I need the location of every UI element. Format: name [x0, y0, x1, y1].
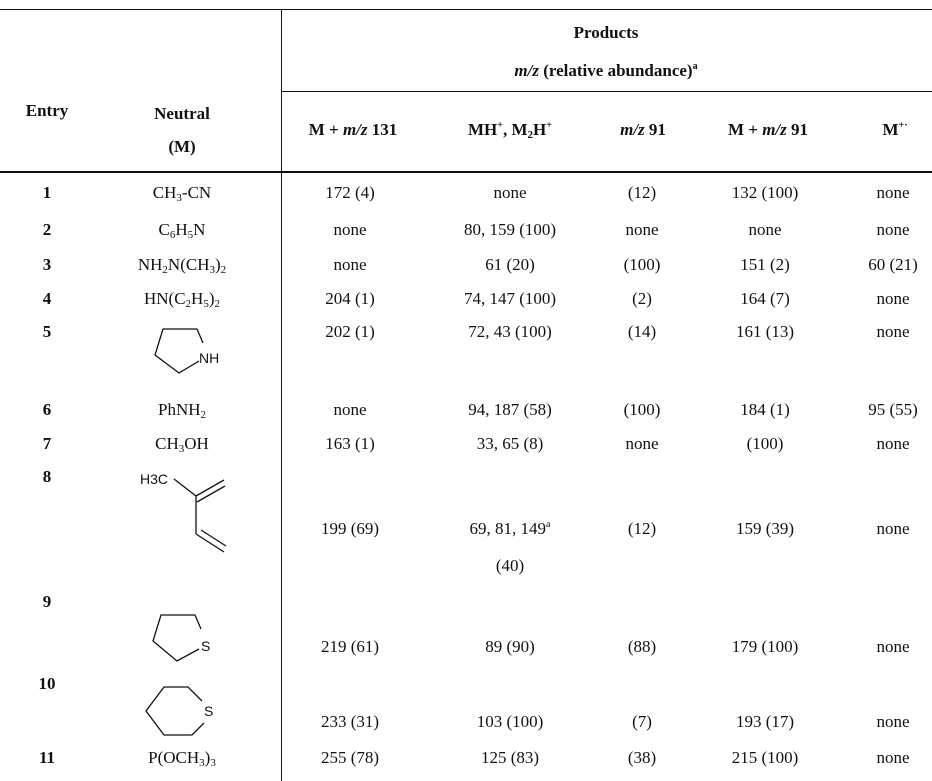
row-7-mdot: none — [876, 434, 910, 453]
row-7-m91: (100) — [746, 434, 784, 453]
row-6-m131: none — [333, 400, 367, 419]
col-mh: MH+, M2H+ — [468, 120, 552, 141]
row-10-m131: 233 (31) — [320, 712, 380, 731]
row-5-mdot: none — [876, 322, 910, 341]
row-1-entry: 1 — [42, 183, 52, 202]
row-9-m91: 179 (100) — [731, 637, 799, 656]
row-5-mz91: (14) — [627, 322, 657, 341]
products-title: Products — [573, 23, 639, 42]
row-7-neutral: CH3OH — [155, 434, 209, 455]
col-entry: Entry — [25, 101, 69, 120]
row-5-m91: 161 (13) — [735, 322, 795, 341]
row-11-mh: 125 (83) — [480, 748, 540, 767]
row-4-mz91: (2) — [632, 289, 652, 308]
row-5-mh: 72, 43 (100) — [468, 322, 552, 341]
row-10-mh: 103 (100) — [476, 712, 544, 731]
row-2-m131: none — [333, 220, 367, 239]
row-8-entry: 8 — [42, 467, 52, 486]
row-2-mh: 80, 159 (100) — [463, 220, 557, 239]
col-m-plus-131: M + m/z 131 — [308, 120, 398, 139]
svg-text:H3C: H3C — [140, 471, 168, 487]
row-3-m131: none — [333, 255, 367, 274]
row-5-m131: 202 (1) — [325, 322, 375, 341]
row-4-m91: 164 (7) — [740, 289, 790, 308]
row-10-m91: 193 (17) — [735, 712, 795, 731]
row-7-mh: 33, 65 (8) — [476, 434, 544, 453]
row-3-mz91: (100) — [623, 255, 661, 274]
row-2-neutral: C6H5N — [158, 220, 206, 241]
row-8-mh-line2: (40) — [495, 556, 525, 575]
row-7-mz91: none — [625, 434, 659, 453]
row-9-mh: 89 (90) — [485, 637, 535, 656]
row-4-m131: 204 (1) — [325, 289, 375, 308]
row-1-mh: none — [493, 183, 527, 202]
row-2-m91: none — [748, 220, 782, 239]
svg-text:NH: NH — [199, 350, 219, 366]
row-2-mz91: none — [625, 220, 659, 239]
col-neutral-m: (M) — [168, 137, 196, 156]
thiane-structure: S — [140, 685, 230, 750]
row-1-neutral: CH3-CN — [152, 183, 212, 204]
row-8-mz91: (12) — [627, 519, 657, 538]
row-3-mh: 61 (20) — [485, 255, 535, 274]
row-6-mdot: 95 (55) — [868, 400, 918, 419]
row-8-m91: 159 (39) — [735, 519, 795, 538]
products-subtitle: m/z (relative abundance)a — [514, 61, 698, 80]
row-6-entry: 6 — [42, 400, 52, 419]
row-8-m131: 199 (69) — [320, 519, 380, 538]
tetrahydrothiophene-structure: S — [145, 611, 225, 676]
row-10-mz91: (7) — [632, 712, 652, 731]
row-11-neutral: P(OCH3)3 — [148, 748, 216, 769]
row-5-entry: 5 — [42, 322, 52, 341]
row-6-mz91: (100) — [623, 400, 661, 419]
row-9-mz91: (88) — [627, 637, 657, 656]
row-11-entry: 11 — [38, 748, 56, 767]
row-1-m91: 132 (100) — [731, 183, 799, 202]
row-3-entry: 3 — [42, 255, 52, 274]
row-7-entry: 7 — [42, 434, 52, 453]
row-10-entry: 10 — [38, 674, 56, 693]
row-9-entry: 9 — [42, 592, 52, 611]
row-9-m131: 219 (61) — [320, 637, 380, 656]
row-6-neutral: PhNH2 — [157, 400, 207, 421]
row-9-mdot: none — [876, 637, 910, 656]
row-11-mdot: none — [876, 748, 910, 767]
row-6-mh: 94, 187 (58) — [468, 400, 552, 419]
column-divider — [281, 10, 282, 781]
row-3-m91: 151 (2) — [740, 255, 790, 274]
svg-text:S: S — [204, 703, 213, 719]
row-1-mdot: none — [876, 183, 910, 202]
col-m-plus-91: M + m/z 91 — [727, 120, 809, 139]
row-1-mz91: (12) — [627, 183, 657, 202]
row-2-mdot: none — [876, 220, 910, 239]
row-4-mdot: none — [876, 289, 910, 308]
row-3-mdot: 60 (21) — [868, 255, 918, 274]
row-2-entry: 2 — [42, 220, 52, 239]
isoprene-structure: H3C — [140, 468, 230, 583]
header-rule — [0, 171, 932, 173]
row-8-mdot: none — [876, 519, 910, 538]
row-10-mdot: none — [876, 712, 910, 731]
row-3-neutral: NH2N(CH3)2 — [137, 255, 227, 276]
row-8-mh-line1: 69, 81, 149a — [469, 519, 551, 538]
top-rule — [0, 9, 932, 10]
svg-text:S: S — [201, 638, 210, 654]
row-1-m131: 172 (4) — [325, 183, 375, 202]
col-neutral: Neutral — [154, 104, 210, 123]
col-m-radical: M+· — [882, 120, 908, 139]
row-7-m131: 163 (1) — [325, 434, 375, 453]
row-4-neutral: HN(C2H5)2 — [143, 289, 221, 310]
row-4-mh: 74, 147 (100) — [463, 289, 557, 308]
pyrrolidine-structure: NH — [145, 323, 225, 384]
row-11-m131: 255 (78) — [320, 748, 380, 767]
col-mz91: m/z 91 — [620, 120, 666, 139]
row-6-m91: 184 (1) — [740, 400, 790, 419]
row-4-entry: 4 — [42, 289, 52, 308]
row-11-m91: 215 (100) — [731, 748, 799, 767]
products-rule — [281, 91, 932, 92]
row-11-mz91: (38) — [627, 748, 657, 767]
